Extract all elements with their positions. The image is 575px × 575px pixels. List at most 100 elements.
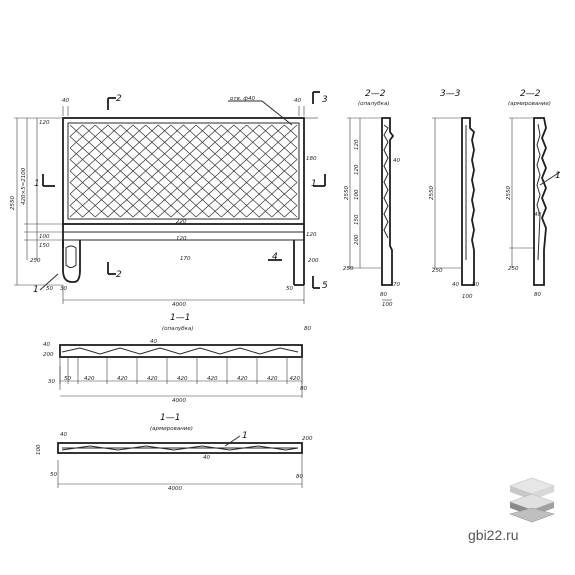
view-2-2-a-title: 2—2	[365, 89, 386, 99]
section-mark-4: 4	[272, 252, 278, 262]
s11b-pos-1: 1	[242, 431, 248, 441]
pattern-cell	[271, 193, 298, 218]
pattern-cell	[119, 124, 147, 149]
pattern-cell	[145, 124, 172, 149]
view-2-2-b-title: 2—2	[520, 89, 541, 99]
pattern-cell	[94, 124, 121, 149]
pattern-cell	[119, 193, 147, 218]
s22a-d4: 150	[354, 214, 360, 225]
s11a-seg-label: 420	[267, 376, 278, 382]
view-2-2-a-subtitle: (опалубка)	[358, 101, 389, 107]
dim-panel-height: 420×5=2100	[21, 167, 27, 205]
s33-b: 40	[452, 282, 459, 288]
section-mark-2-top: 2	[116, 94, 122, 104]
dim-left-120: 120	[39, 120, 50, 126]
section-3-3-profile	[461, 117, 475, 286]
dim-right-120: 120	[306, 232, 317, 238]
s22a-d1: 120	[354, 139, 360, 150]
s11a-h2: 200	[43, 352, 54, 358]
main-elevation: 2 2 3 5 1 1 4 1 отв. ф40 40 40	[10, 91, 328, 308]
s11b-total: 4000	[168, 486, 182, 492]
pattern-cell	[69, 147, 96, 172]
pattern-cell	[271, 147, 298, 172]
dim-main-height: 2550	[10, 196, 16, 210]
s11a-seg-label: 420	[290, 376, 301, 382]
s22b-a: 250	[508, 266, 519, 272]
s11a-total: 4000	[172, 398, 186, 404]
s22a-total: 2550	[344, 186, 350, 200]
s22a-d9: 100	[382, 302, 393, 308]
s11a-seg-label: 420	[117, 376, 128, 382]
dim-top-left: 40	[62, 98, 69, 104]
section-3-3: 3—3 2550 250 40 80 100	[429, 89, 479, 300]
view-1-1-b-subtitle: (армирование)	[150, 426, 193, 432]
dim-main-width: 4000	[172, 302, 186, 308]
pattern-cell	[94, 193, 121, 218]
s22a-d5: 200	[354, 234, 360, 245]
s22b-c: 80	[534, 292, 541, 298]
section-mark-5: 5	[322, 281, 328, 291]
s22b-total: 2550	[506, 186, 512, 200]
s11b-mid40: 40	[203, 455, 210, 461]
dim-mid-220: 220	[176, 219, 187, 225]
section-2-2-formwork: 2—2 (опалубка) 2550 120 120 100 150 200 …	[343, 89, 400, 308]
pattern-cell	[195, 147, 222, 172]
s11a-top40: 40	[150, 339, 157, 345]
section-1-1-b-body	[57, 442, 303, 454]
pattern-cell	[94, 147, 121, 172]
s11b-h3: 100	[36, 444, 42, 455]
view-1-1-b-title: 1—1	[160, 413, 180, 423]
pattern-cell	[170, 170, 197, 195]
panel-inner-frame	[67, 122, 300, 220]
section-mark-3-top: 3	[322, 95, 328, 105]
s11a-seg-label: 420	[237, 376, 248, 382]
dim-left-150: 150	[39, 243, 50, 249]
pattern-cell	[271, 124, 298, 149]
s11a-h3: 30	[48, 379, 55, 385]
pattern-cell	[119, 147, 147, 172]
pattern-cell	[145, 170, 172, 195]
pattern-cell	[69, 170, 96, 195]
s22a-d8: 80	[380, 292, 387, 298]
pattern-cell	[119, 170, 147, 195]
position-1-marker: 1	[33, 285, 39, 295]
pattern-cell	[69, 124, 96, 149]
view-3-3-title: 3—3	[440, 89, 461, 99]
pattern-cell	[195, 170, 222, 195]
opening-label: отв. ф40	[230, 96, 256, 102]
dim-bottom-50: 50	[46, 286, 53, 292]
pattern-cell	[220, 124, 248, 149]
pattern-cell	[271, 170, 298, 195]
pattern-cell	[220, 193, 248, 218]
s22b-pos-1: 1	[555, 171, 561, 181]
s22a-d10: 70	[393, 282, 400, 288]
dim-left-250: 250	[30, 258, 41, 264]
s11b-h1: 40	[60, 432, 67, 438]
s11b-end2: 80	[296, 474, 303, 480]
s22b-b: 40	[534, 212, 541, 218]
pattern-cell	[170, 124, 197, 149]
section-2-2-reinforcement: 2—2 (армирование) 1 2550 250 40 80	[506, 89, 561, 298]
pattern-cell	[246, 147, 273, 172]
s11a-end-80: 80	[304, 326, 311, 332]
pattern-cell	[145, 147, 172, 172]
dim-right-180: 180	[306, 156, 317, 162]
view-1-1-a-subtitle: (опалубка)	[162, 326, 193, 332]
section-1-1-a-body	[59, 344, 303, 358]
s22a-d7: 40	[393, 158, 400, 164]
dim-left-100: 100	[39, 234, 50, 240]
pattern-cell	[69, 193, 96, 218]
s22a-d6: 250	[343, 266, 354, 272]
section-2-2-a-profile	[381, 117, 395, 286]
panel-outline	[62, 117, 305, 225]
pattern-cell	[145, 193, 172, 218]
section-2-2-b-profile	[533, 117, 547, 286]
pattern-cell	[246, 124, 273, 149]
star-pattern	[69, 124, 298, 218]
dim-bottom-30: 30	[60, 286, 67, 292]
dim-bottom-170: 170	[180, 256, 191, 262]
section-mark-1-right: 1	[311, 179, 317, 189]
s11a-seg-label: 420	[177, 376, 188, 382]
